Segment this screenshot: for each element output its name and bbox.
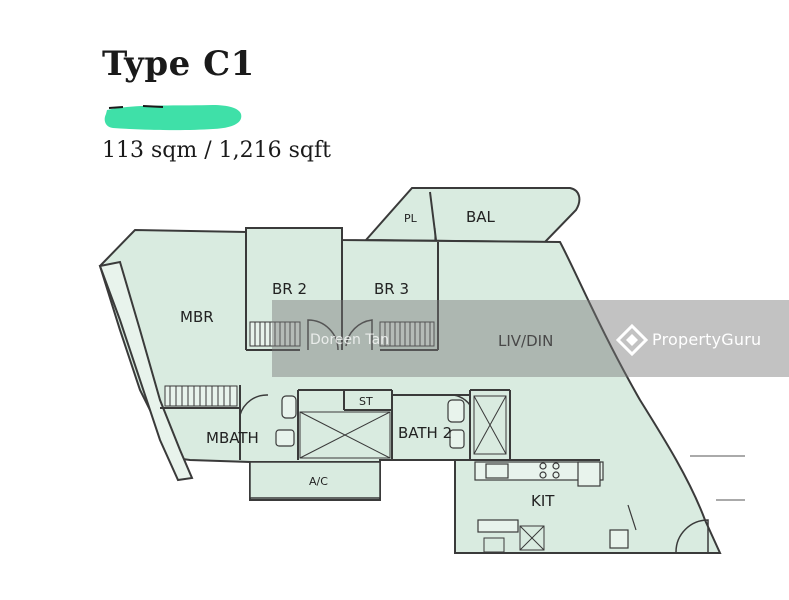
redaction-mark: [104, 105, 242, 131]
plan-area: 113 sqm / 1,216 sqft: [102, 138, 331, 163]
label-bath2: BATH 2: [398, 424, 452, 442]
label-br2: BR 2: [272, 280, 307, 298]
fridge: [577, 461, 601, 487]
hob-1: [539, 462, 547, 470]
ac-ledge: [249, 461, 381, 499]
label-mbr: MBR: [180, 308, 214, 326]
hob-3: [539, 471, 547, 479]
shaft-kit-small: [483, 537, 505, 553]
label-bal: BAL: [466, 208, 496, 226]
label-kit: KIT: [531, 492, 555, 510]
label-st: ST: [359, 395, 373, 408]
label-livdin: LIV/DIN: [498, 332, 553, 350]
door-br2: [307, 319, 339, 351]
wc-mbath: [281, 395, 297, 419]
label-ac: A/C: [309, 475, 328, 488]
door-bath2: [445, 393, 471, 406]
balcony-area: [363, 187, 581, 244]
basin-bath2: [449, 429, 465, 449]
kit-door-line: [627, 504, 637, 531]
door-mbath: [239, 394, 269, 416]
propertyguru-logo-icon: [615, 323, 649, 357]
label-pl: PL: [404, 212, 418, 225]
wardrobe-mbr: [164, 385, 238, 407]
shaft-kit: [519, 525, 545, 551]
shaft-center: [299, 411, 391, 459]
door-br3: [345, 319, 373, 350]
counter-bottom: [477, 519, 519, 533]
hob-2: [552, 462, 560, 470]
hob-4: [552, 471, 560, 479]
washer: [609, 529, 629, 549]
watermark-band: [272, 300, 789, 377]
sink: [485, 463, 509, 479]
door-main: [675, 519, 709, 553]
label-br3: BR 3: [374, 280, 409, 298]
basin-mbath: [275, 429, 295, 447]
shaft-bath2: [473, 395, 507, 455]
mbr-window: [98, 260, 194, 482]
label-mbath: MBATH: [206, 429, 259, 447]
watermark-brand: PropertyGuru: [652, 330, 762, 349]
wc-bath2: [447, 399, 465, 423]
plan-title: Type C1: [102, 44, 255, 84]
watermark-author: Doreen Tan: [310, 332, 390, 348]
